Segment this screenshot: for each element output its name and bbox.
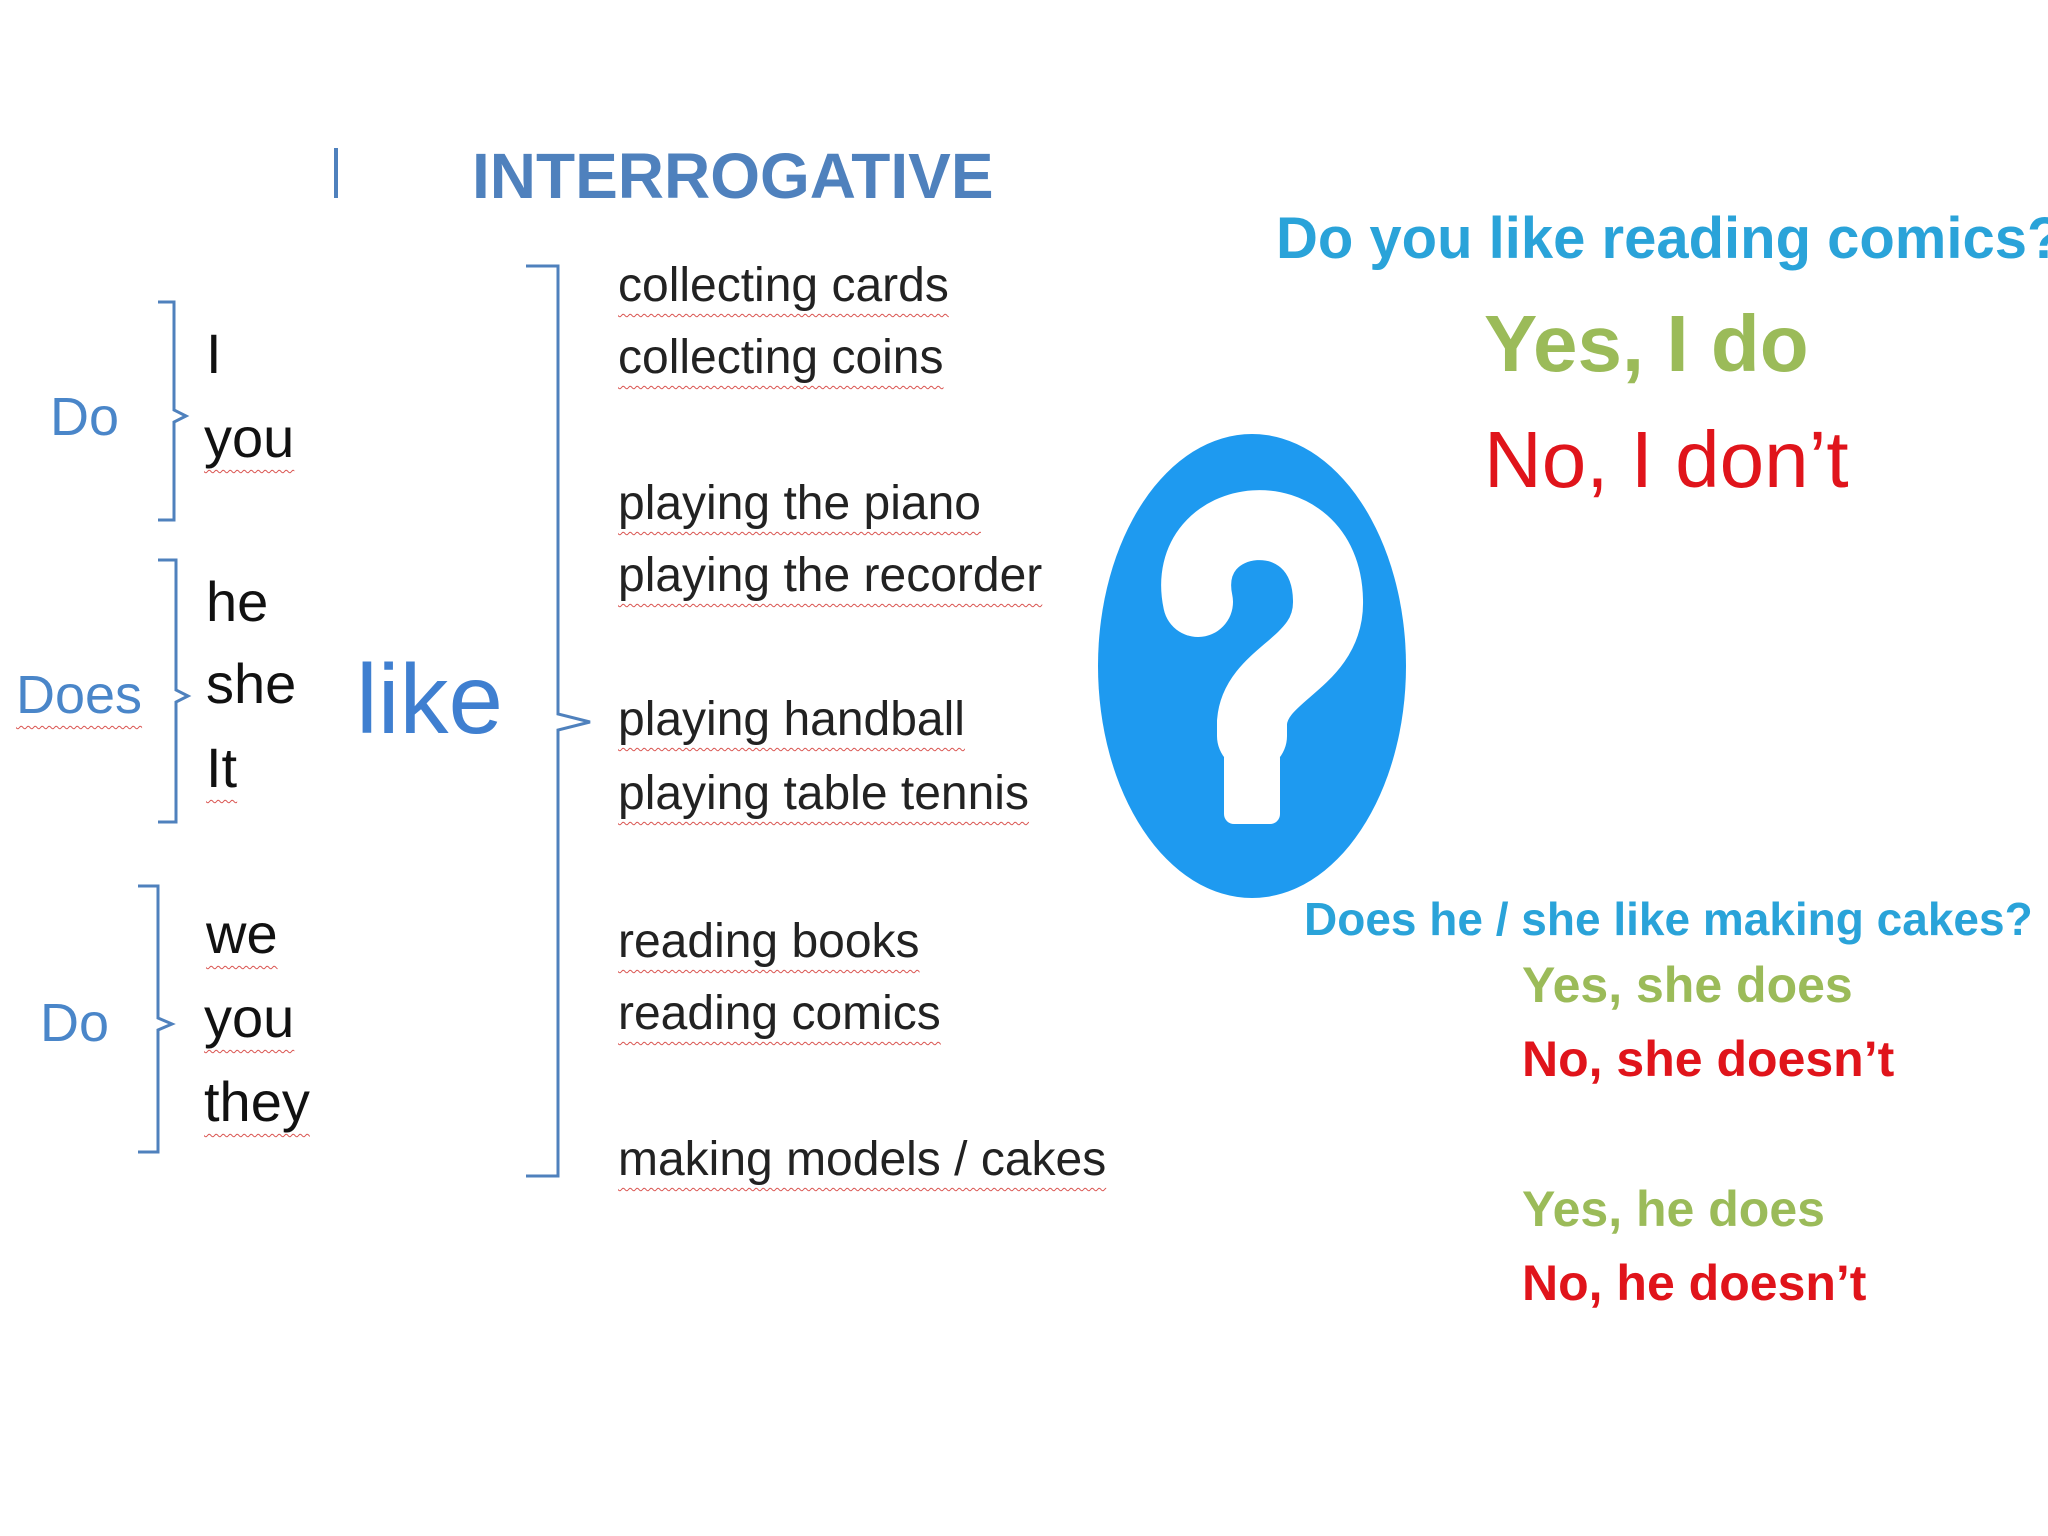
answer-1-no: No, I don’t: [1484, 415, 1849, 504]
activity-item: reading comics: [618, 987, 941, 1040]
pronoun-they: they: [204, 1070, 310, 1133]
pronoun-you: you: [204, 406, 295, 469]
pronoun-he: he: [206, 570, 269, 633]
activity-item: collecting coins: [618, 331, 944, 384]
aux-does: Does: [16, 665, 143, 725]
activity-item: playing the recorder: [618, 549, 1043, 602]
pronoun-you-plural: you: [204, 986, 295, 1049]
activity-item: playing handball: [618, 693, 965, 746]
activity-item: making models / cakes: [618, 1133, 1107, 1186]
aux-do-plural: Do: [40, 993, 110, 1053]
pronoun-i: I: [206, 322, 222, 385]
question-2: Does he / she like making cakes?: [1304, 893, 2033, 945]
pronoun-it: It: [206, 736, 238, 799]
pronoun-we: we: [206, 902, 278, 965]
activity-item: reading books: [618, 915, 920, 968]
question-mark-circle-icon: [1098, 434, 1406, 898]
activity-item: playing table tennis: [618, 767, 1029, 820]
activity-item: collecting cards: [618, 259, 949, 312]
pronoun-she: she: [206, 652, 297, 715]
answer-2-no-she: No, she doesn’t: [1522, 1031, 1895, 1087]
answer-2-yes-he: Yes, he does: [1522, 1181, 1825, 1237]
answer-1-yes: Yes, I do: [1484, 299, 1809, 388]
aux-do-singular: Do: [50, 387, 120, 447]
verb-like: like: [356, 644, 504, 754]
answer-2-no-he: No, he doesn’t: [1522, 1255, 1867, 1311]
does-group-bracket: [158, 558, 192, 824]
page-title: INTERROGATIVE: [472, 140, 994, 212]
activity-item: playing the piano: [618, 477, 981, 530]
do-plural-group-bracket: [138, 884, 176, 1154]
activities-bracket: [526, 264, 591, 1178]
answer-2-yes-she: Yes, she does: [1522, 957, 1853, 1013]
question-1: Do you like reading comics?: [1276, 206, 2048, 271]
do-group-bracket: [158, 300, 190, 522]
